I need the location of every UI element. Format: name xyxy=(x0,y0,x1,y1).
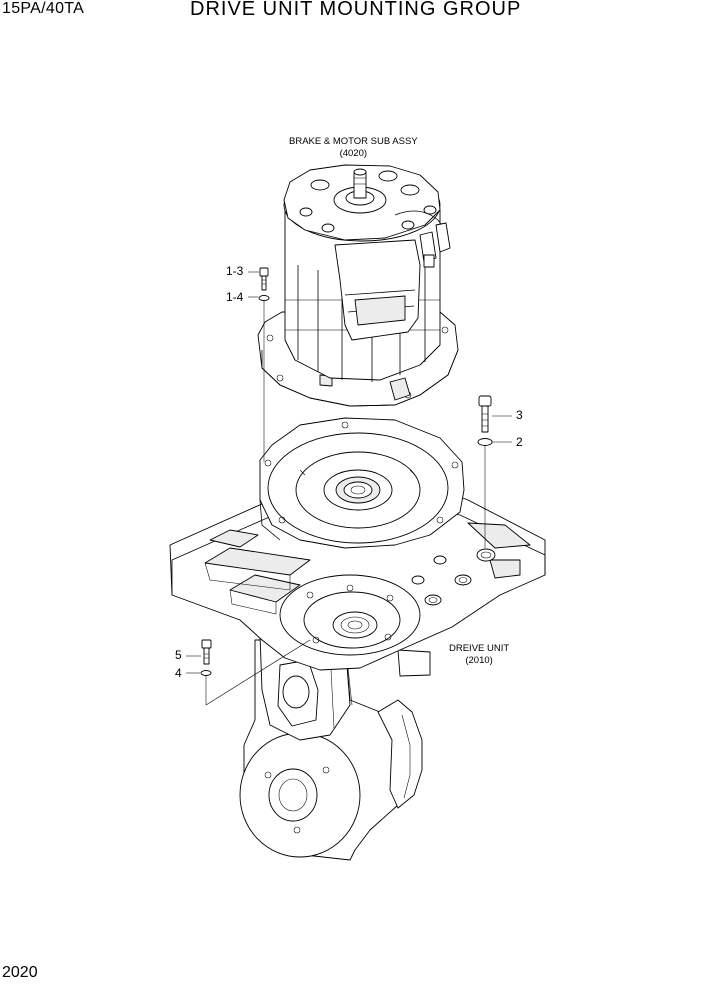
brake-motor-label: BRAKE & MOTOR SUB ASSY (4020) xyxy=(289,136,418,160)
callout-4: 4 xyxy=(175,666,182,680)
diagram-title: DRIVE UNIT MOUNTING GROUP xyxy=(190,0,522,20)
brake-motor-label-code: (4020) xyxy=(339,148,368,159)
washer-1-4 xyxy=(258,295,270,301)
washer-4 xyxy=(200,670,212,676)
drive-unit-label: DREIVE UNIT (2010) xyxy=(449,643,509,667)
callout-3: 3 xyxy=(516,408,523,422)
bolt-1-3 xyxy=(259,267,269,291)
bolt-5 xyxy=(201,639,212,665)
brake-motor-label-name: BRAKE & MOTOR SUB ASSY xyxy=(289,136,418,147)
page-number: 2020 xyxy=(2,964,38,981)
brake-motor-drawing xyxy=(257,164,459,407)
drive-unit-label-name: DREIVE UNIT xyxy=(449,643,510,654)
bolt-3 xyxy=(478,395,492,433)
callout-5: 5 xyxy=(175,648,182,662)
drive-unit-drawing xyxy=(169,417,546,861)
drive-unit-label-code: (2010) xyxy=(465,655,493,666)
callout-1-4: 1-4 xyxy=(226,290,244,304)
callout-1-3: 1-3 xyxy=(226,264,244,278)
washer-2 xyxy=(477,438,493,446)
model-code: 15PA/40TA xyxy=(2,0,85,17)
callout-2: 2 xyxy=(516,435,523,449)
leader-lines xyxy=(186,271,512,706)
